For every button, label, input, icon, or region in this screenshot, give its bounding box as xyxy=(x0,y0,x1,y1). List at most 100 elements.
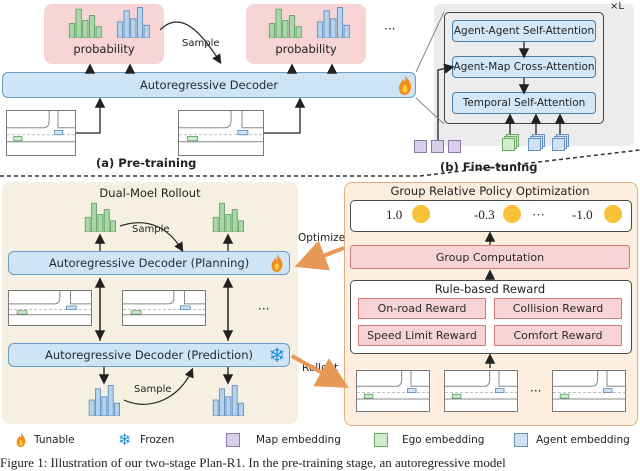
reward-label-3: Comfort Reward xyxy=(513,329,603,342)
decoder-planning-label: Autoregressive Decoder (Planning) xyxy=(48,256,250,270)
map-embedding-token-1 xyxy=(414,140,427,153)
histogram-green-left xyxy=(68,8,102,38)
rollout-title: Dual-Moel Rollout xyxy=(99,186,201,200)
histogram-bar xyxy=(143,24,150,38)
histogram-bar xyxy=(212,217,219,232)
temporal-self-attention: Temporal Self-Attention xyxy=(452,92,596,114)
histogram-bar xyxy=(84,217,91,232)
dots-pretrain: ··· xyxy=(384,22,396,36)
histogram-bar xyxy=(88,399,95,416)
histogram-bar xyxy=(330,18,337,38)
histogram-bar xyxy=(268,23,276,38)
histogram-bar xyxy=(343,24,350,38)
legend-agent: Agent embedding xyxy=(536,434,630,446)
histogram-bar xyxy=(68,23,76,38)
scene-thumbnail-rollout-2 xyxy=(122,290,206,326)
sample-label-pretrain: Sample xyxy=(182,38,220,49)
score-neutral: -0.3 xyxy=(474,207,495,222)
agent-embedding-stack-1 xyxy=(528,134,545,151)
histogram-bar xyxy=(88,15,96,38)
flame-icon xyxy=(396,74,414,96)
map-embedding-token-2 xyxy=(431,140,444,153)
reward-label-0: On-road Reward xyxy=(377,302,467,315)
sample-label-bottom: Sample xyxy=(134,384,172,395)
collision-reward: Collision Reward xyxy=(494,298,622,319)
sad-emoji-icon xyxy=(604,205,622,223)
comfort-reward: Comfort Reward xyxy=(494,325,622,346)
scene-thumbnail-grpo-3 xyxy=(552,370,626,412)
road-scene xyxy=(553,371,625,400)
histogram-bar xyxy=(101,396,108,416)
histogram-green-rollout-2 xyxy=(212,202,244,232)
legend-agent-swatch xyxy=(514,433,528,447)
map-embedding-token-3 xyxy=(448,140,461,153)
road-scene xyxy=(445,371,517,400)
reward-label-2: Speed Limit Reward xyxy=(367,329,477,342)
group-computation-label: Group Computation xyxy=(435,250,545,264)
histogram-bar xyxy=(219,388,225,416)
scene-thumbnail-rollout-1 xyxy=(8,290,92,326)
on-road-reward: On-road Reward xyxy=(358,298,486,319)
sample-label-top: Sample xyxy=(132,224,170,235)
scene-thumbnail-pretrain-1 xyxy=(6,110,76,156)
histogram-bar xyxy=(238,402,244,416)
histogram-bar xyxy=(95,388,101,416)
ego-embedding-stack xyxy=(502,134,519,151)
layer-label-0: Agent-Agent Self-Attention xyxy=(453,25,595,37)
legend-map-swatch xyxy=(226,433,240,447)
caption-pretraining: (a) Pre-training xyxy=(96,156,197,170)
histogram-bar xyxy=(288,15,296,38)
histogram-green-right xyxy=(268,8,302,38)
snowflake-icon: ❄ xyxy=(268,343,286,367)
decoder-label: Autoregressive Decoder xyxy=(139,78,279,92)
histogram-bar xyxy=(82,19,89,38)
legend-tunable: Tunable xyxy=(34,434,75,446)
histogram-bar xyxy=(225,213,232,232)
rule-based-reward-title: Rule-based Reward xyxy=(434,282,546,296)
legend-ego: Ego embedding xyxy=(402,434,485,446)
score-positive: 1.0 xyxy=(386,207,403,222)
road-scene xyxy=(7,111,75,143)
score-dots: ··· xyxy=(532,207,545,222)
decoder-prediction: Autoregressive Decoder (Prediction) xyxy=(8,343,290,367)
histogram-bar xyxy=(97,213,104,232)
scene-thumbnail-grpo-2 xyxy=(444,370,518,412)
histogram-blue-rollout-2 xyxy=(212,385,244,416)
histogram-bar xyxy=(282,19,289,38)
smile-emoji-icon xyxy=(412,205,430,223)
reward-label-1: Collision Reward xyxy=(512,302,604,315)
legend-frozen: Frozen xyxy=(140,434,175,446)
score-negative: -1.0 xyxy=(572,207,593,222)
road-scene xyxy=(9,291,91,316)
scene-thumbnail-grpo-1 xyxy=(356,370,430,412)
histogram-bar xyxy=(116,21,124,38)
legend-map: Map embedding xyxy=(256,434,341,446)
autoregressive-decoder-pretrain: Autoregressive Decoder xyxy=(2,72,416,98)
histogram-green-rollout-1 xyxy=(84,202,116,232)
histogram-bar xyxy=(323,10,330,38)
probability-label-right: probability xyxy=(275,42,337,56)
histogram-bar xyxy=(103,209,110,232)
decoder-planning: Autoregressive Decoder (Planning) xyxy=(8,251,290,275)
decoder-prediction-label: Autoregressive Decoder (Prediction) xyxy=(45,348,253,362)
layer-label-1: Agent-Map Cross-Attention xyxy=(453,61,595,73)
grpo-title: Group Relative Policy Optimization xyxy=(390,184,590,198)
road-scene xyxy=(123,291,205,316)
dots-rollout: ··· xyxy=(258,302,270,316)
speed-limit-reward: Speed Limit Reward xyxy=(358,325,486,346)
figure-caption: Figure 1: Illustration of our two-stage … xyxy=(0,455,506,470)
flame-icon xyxy=(14,432,28,448)
group-computation-box: Group Computation xyxy=(350,245,630,269)
scene-thumbnail-pretrain-2 xyxy=(178,110,264,156)
histogram-bar xyxy=(212,399,219,416)
histogram-bar xyxy=(123,10,130,38)
agent-agent-self-attention: Agent-Agent Self-Attention xyxy=(452,20,596,42)
agent-embedding-stack-2 xyxy=(552,134,569,151)
road-scene xyxy=(357,371,429,400)
histogram-blue-left xyxy=(116,7,150,38)
road-scene xyxy=(179,111,263,143)
histogram-bar xyxy=(114,402,120,416)
dots-grpo: ··· xyxy=(530,384,542,398)
neutral-emoji-icon xyxy=(503,205,521,223)
